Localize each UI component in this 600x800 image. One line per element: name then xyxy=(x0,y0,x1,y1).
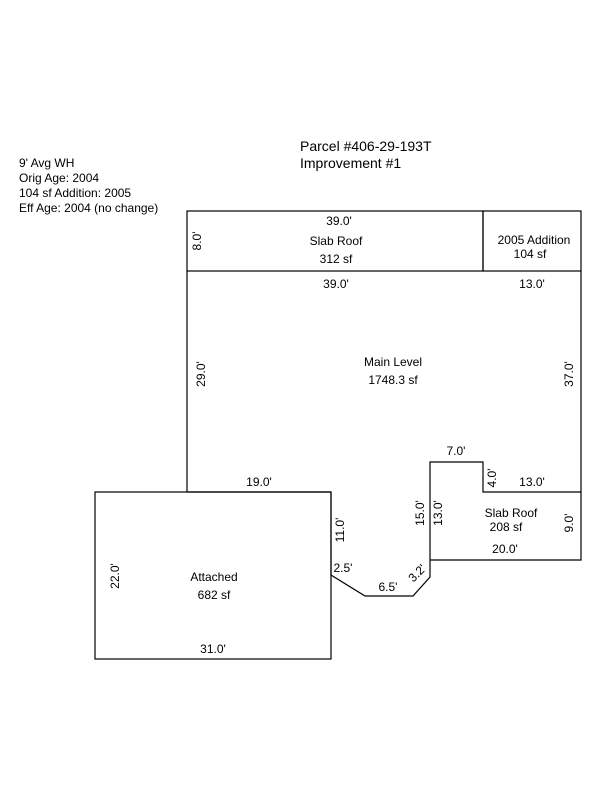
dim-jog-b: 6.5' xyxy=(379,580,398,594)
slab-roof-right-area: 208 sf xyxy=(490,520,523,534)
dim-attached-left: 22.0' xyxy=(108,563,122,589)
slab-roof-top-name: Slab Roof xyxy=(310,234,363,248)
dim-main-top-right: 13.0' xyxy=(519,277,545,291)
addition-name: 2005 Addition xyxy=(498,233,571,247)
property-notes: 9' Avg WH Orig Age: 2004 104 sf Addition… xyxy=(19,156,158,216)
note-wall-height: 9' Avg WH xyxy=(19,156,75,170)
dim-main-bottom: 19.0' xyxy=(246,475,272,489)
improvement-label: Improvement #1 xyxy=(300,155,402,171)
dim-main-right: 37.0' xyxy=(562,361,576,387)
dim-main-top-left: 39.0' xyxy=(323,277,349,291)
dim-notch-side: 4.0' xyxy=(485,469,499,488)
dim-slab-top-depth: 8.0' xyxy=(190,232,204,251)
dim-slab-right-depth: 9.0' xyxy=(562,514,576,533)
note-addition: 104 sf Addition: 2005 xyxy=(19,186,132,200)
attached-area: 682 sf xyxy=(198,588,231,602)
main-level-outline xyxy=(186,271,582,597)
attached-outline xyxy=(94,491,332,660)
addition-area: 104 sf xyxy=(514,247,547,261)
main-level-area: 1748.3 sf xyxy=(368,373,418,387)
dim-slab-right-width: 20.0' xyxy=(492,542,518,556)
dim-step-right: 13.0' xyxy=(431,500,445,526)
note-orig-age: Orig Age: 2004 xyxy=(19,171,100,185)
slab-roof-right-outline xyxy=(430,492,582,561)
dim-slab-top-width: 39.0' xyxy=(326,214,352,228)
dim-notch-top: 7.0' xyxy=(447,444,466,458)
parcel-header: Parcel #406-29-193T Improvement #1 xyxy=(300,138,432,172)
dim-jog-a: 2.5' xyxy=(334,561,353,575)
parcel-number: Parcel #406-29-193T xyxy=(300,138,432,154)
dim-notch-right: 13.0' xyxy=(519,475,545,489)
slab-roof-top-area: 312 sf xyxy=(320,252,353,266)
dim-main-left: 29.0' xyxy=(194,361,208,387)
dim-attached-right: 11.0' xyxy=(333,518,347,543)
attached-name: Attached xyxy=(190,570,237,584)
addition-outline xyxy=(482,210,582,272)
main-level-name: Main Level xyxy=(364,355,422,369)
slab-roof-right-name: Slab Roof xyxy=(485,506,538,520)
dim-attached-bottom: 31.0' xyxy=(200,642,226,656)
dim-step-left: 15.0' xyxy=(413,500,427,526)
note-eff-age: Eff Age: 2004 (no change) xyxy=(19,201,159,215)
